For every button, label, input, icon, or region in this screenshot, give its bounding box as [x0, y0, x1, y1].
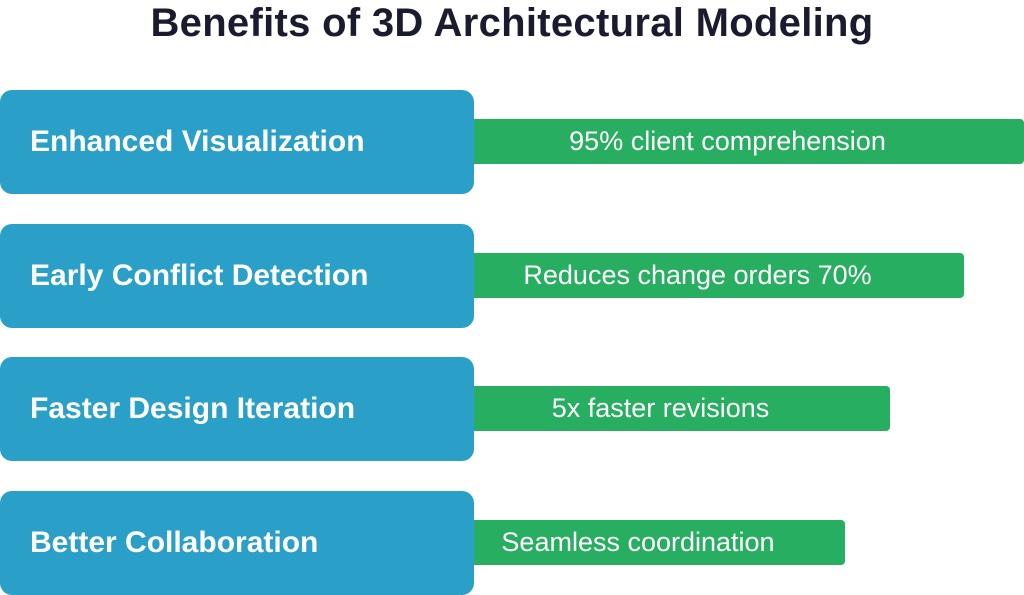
benefit-label-box: Early Conflict Detection	[0, 224, 474, 328]
benefit-row-enhanced-visualization: 95% client comprehension Enhanced Visual…	[0, 90, 1024, 194]
benefit-row-faster-design-iteration: 5x faster revisions Faster Design Iterat…	[0, 357, 1024, 461]
benefit-label-box: Better Collaboration	[0, 491, 474, 595]
page-title: Benefits of 3D Architectural Modeling	[150, 1, 874, 45]
benefit-row-better-collaboration: Seamless coordination Better Collaborati…	[0, 491, 1024, 595]
benefit-label-box: Faster Design Iteration	[0, 357, 474, 461]
metric-bar: Reduces change orders 70%	[431, 253, 964, 298]
benefit-row-early-conflict-detection: Reduces change orders 70% Early Conflict…	[0, 224, 1024, 328]
metric-bar: 95% client comprehension	[431, 119, 1024, 164]
metric-bar: 5x faster revisions	[431, 386, 890, 431]
benefit-label-box: Enhanced Visualization	[0, 90, 474, 194]
metric-bar: Seamless coordination	[431, 520, 845, 565]
